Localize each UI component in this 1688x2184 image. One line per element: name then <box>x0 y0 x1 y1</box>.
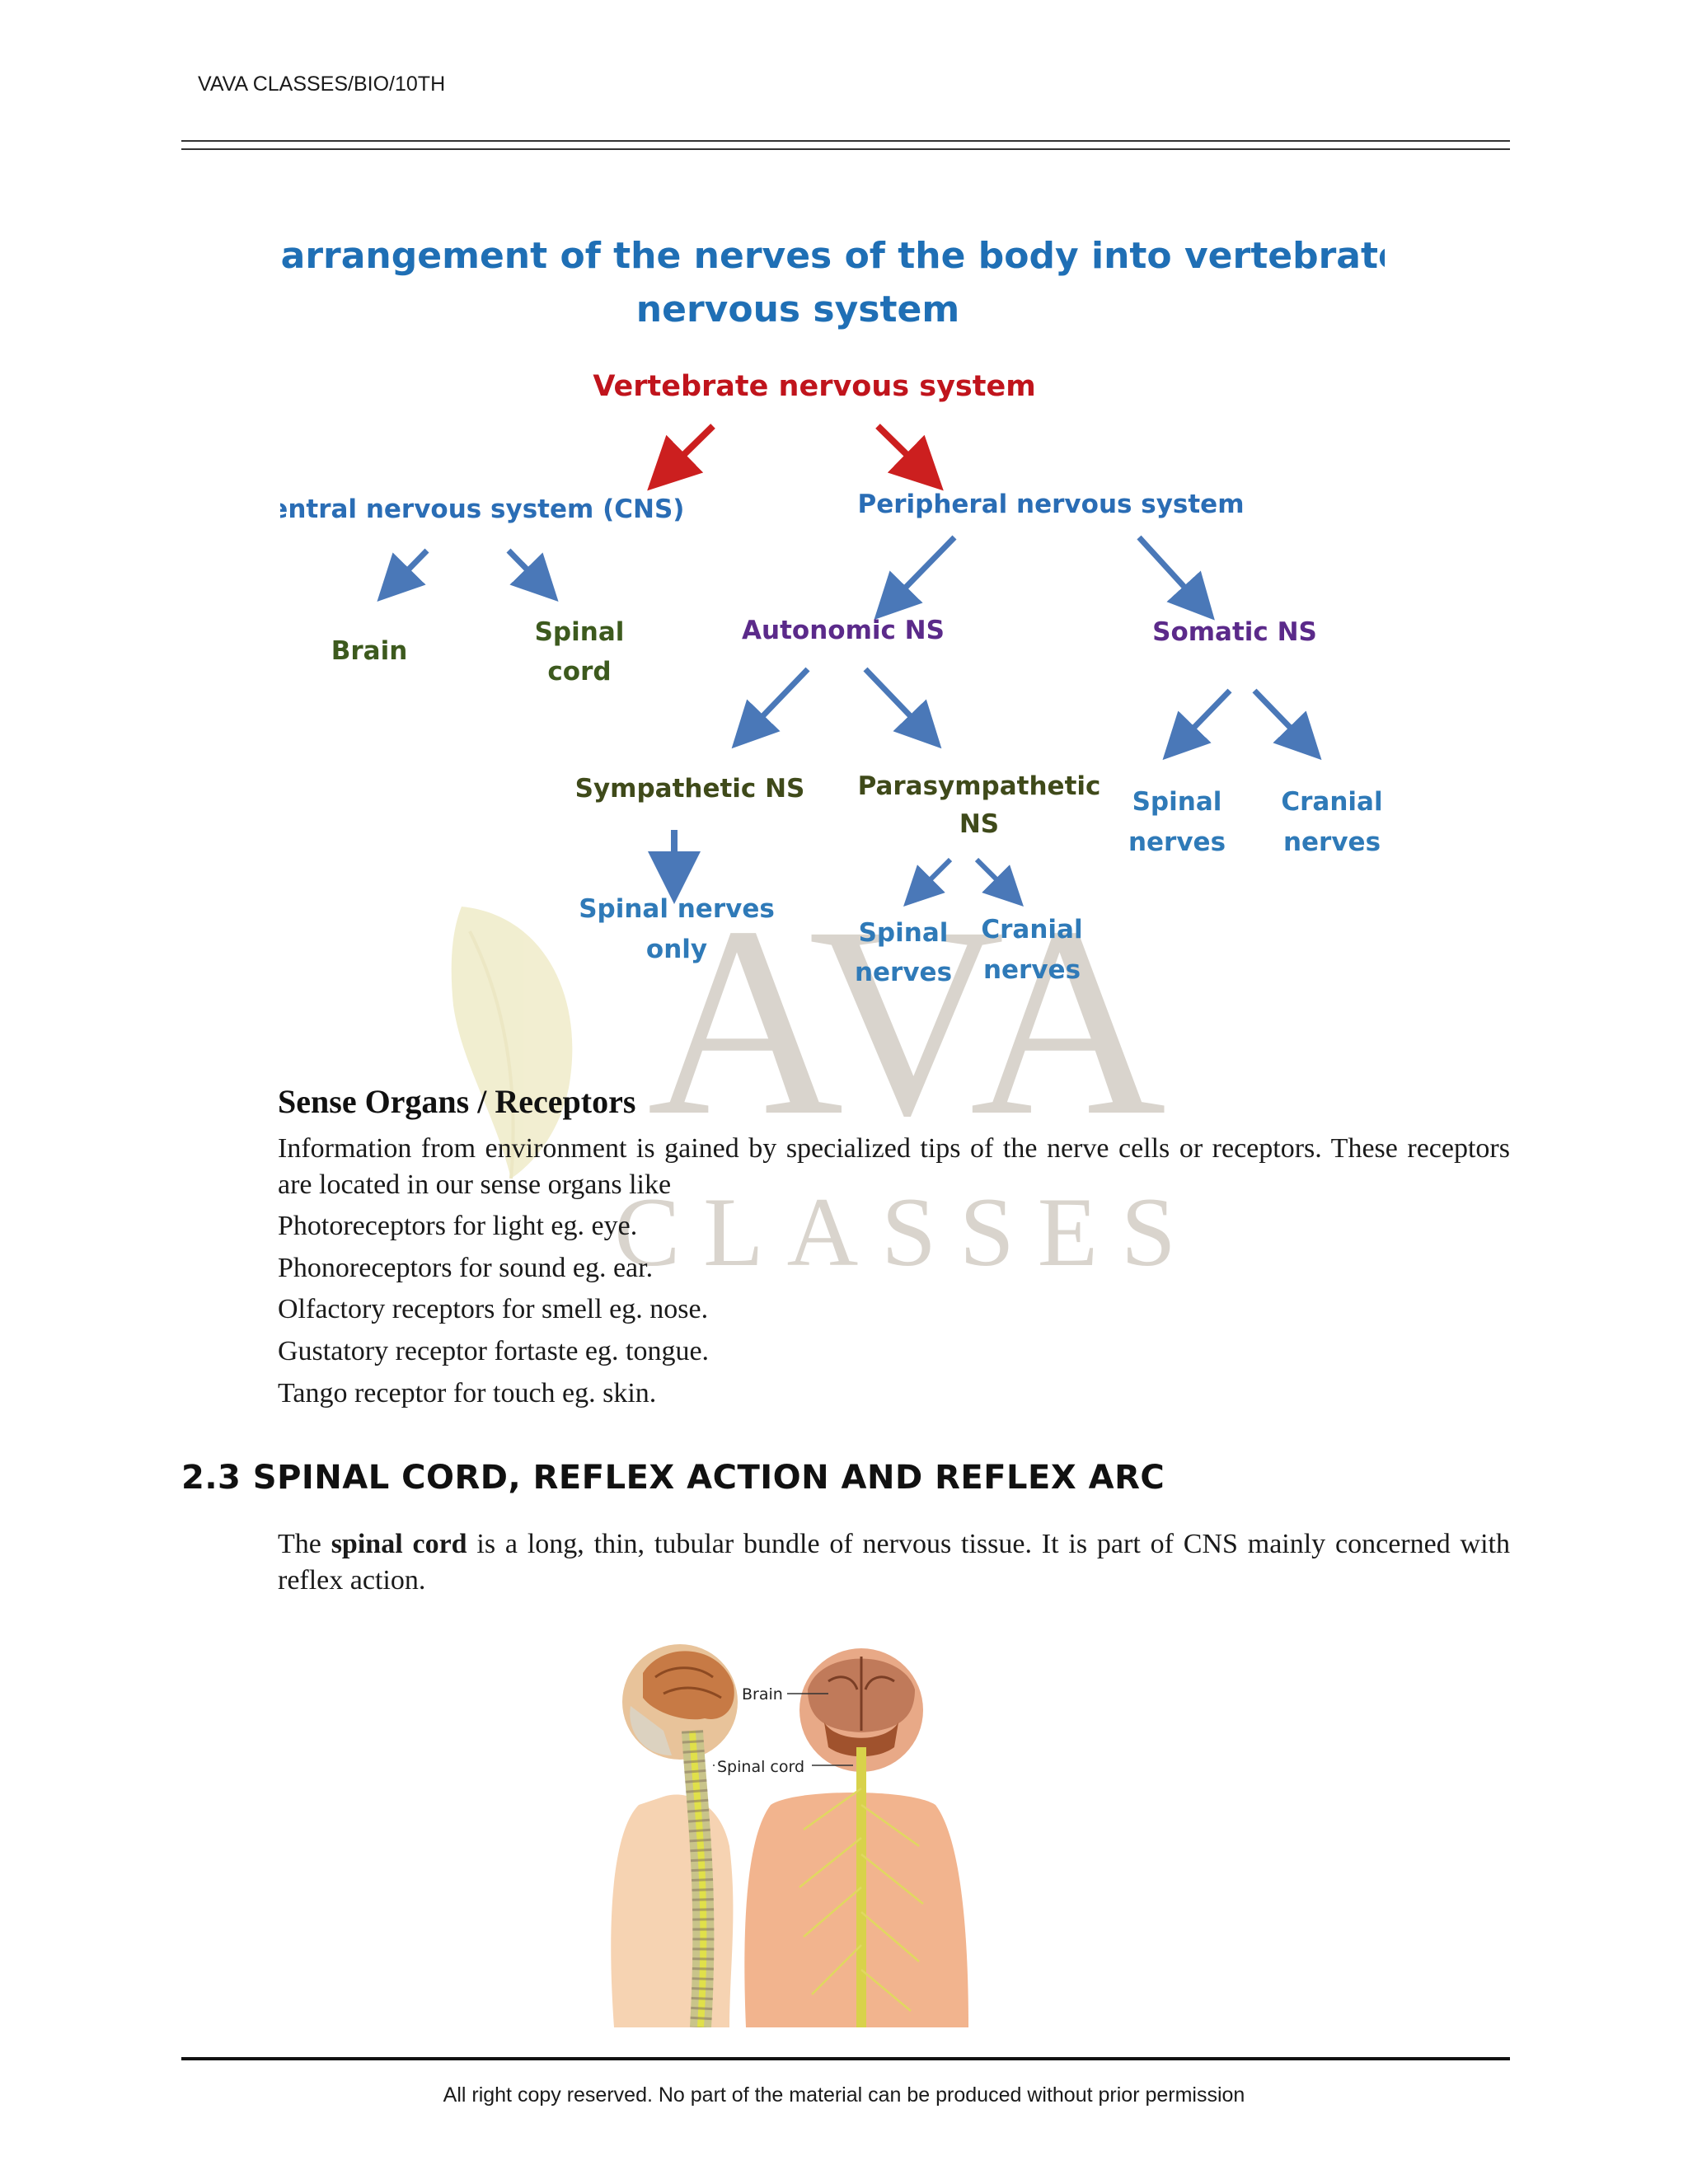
node-brain: Brain <box>331 636 408 666</box>
spinal-cord-paragraph: The spinal cord is a long, thin, tubular… <box>278 1526 1510 1599</box>
header-rule-top <box>181 140 1510 142</box>
sense-organs-intro: Information from environment is gained b… <box>278 1133 1510 1200</box>
spinal-cord-term: spinal cord <box>331 1529 467 1559</box>
node-para-spinal-line1: Spinal <box>859 918 949 948</box>
node-cns: Central nervous system (CNS) <box>280 494 684 524</box>
spinal-cord-illustration: Brain Spinal cord <box>611 1644 968 2027</box>
node-autonomic-ns: Autonomic NS <box>742 616 945 645</box>
node-sympathetic-child-line1: Spinal nerves <box>579 894 775 924</box>
sense-item-phonoreceptors: Phonoreceptors for sound eg. ear. <box>278 1253 654 1283</box>
page-header: VAVA CLASSES/BIO/10TH <box>198 73 446 96</box>
node-somatic-cranial-line1: Cranial <box>1281 787 1382 817</box>
spinal-cord-para-post: is a long, thin, tubular bundle of nervo… <box>278 1529 1510 1596</box>
sense-item-photoreceptors: Photoreceptors for light eg. eye. <box>278 1211 638 1241</box>
side-view-figure <box>611 1644 738 2027</box>
spinal-cord-para-pre: The <box>278 1529 331 1559</box>
node-parasympathetic-line2: NS <box>959 809 999 839</box>
footer-text: All right copy reserved. No part of the … <box>443 2083 1245 2107</box>
arrow-autonomic-to-parasympathetic <box>863 667 942 749</box>
node-para-cranial-line2: nerves <box>983 955 1081 985</box>
diagram-title-line2: nervous system <box>636 288 959 330</box>
node-para-cranial-line1: Cranial <box>981 915 1082 944</box>
sense-item-olfactory: Olfactory receptors for smell eg. nose. <box>278 1294 709 1324</box>
node-pns: Peripheral nervous system <box>857 490 1244 519</box>
section-heading: 2.3 SPINAL CORD, REFLEX ACTION AND REFLE… <box>181 1459 1165 1497</box>
arrow-autonomic-to-sympathetic <box>731 667 810 749</box>
node-vertebrate-ns: Vertebrate nervous system <box>593 370 1035 403</box>
sense-item-gustatory: Gustatory receptor fortaste eg. tongue. <box>278 1336 710 1366</box>
sense-item-tango: Tango receptor for touch eg. skin. <box>278 1378 657 1408</box>
arrow-pns-to-autonomic <box>874 535 957 621</box>
arrow-root-to-pns <box>875 424 944 491</box>
node-spinal-cord-line2: cord <box>547 657 611 687</box>
arrow-para-to-cranial <box>974 857 1024 907</box>
back-view-figure <box>744 1648 968 2027</box>
watermark-big-text: AVA <box>647 898 1166 1172</box>
arrow-cns-to-spinal <box>506 548 559 602</box>
sense-organs-title: Sense Organs / Receptors <box>278 1083 636 1120</box>
node-parasympathetic-line1: Parasympathetic <box>858 771 1101 801</box>
node-sympathetic-ns: Sympathetic NS <box>575 774 805 804</box>
arrow-somatic-to-spinal <box>1162 688 1232 761</box>
node-somatic-spinal-line1: Spinal <box>1132 787 1222 817</box>
node-para-spinal-line2: nerves <box>855 958 952 987</box>
diagram-title-line1: The arrangement of the nerves of the bod… <box>280 235 1385 277</box>
watermark-small-text: CLASSES <box>614 1177 1199 1286</box>
arrow-pns-to-somatic <box>1137 535 1215 621</box>
node-spinal-cord-line1: Spinal <box>535 617 625 647</box>
node-somatic-ns: Somatic NS <box>1152 617 1317 647</box>
arrow-para-to-spinal <box>903 857 953 907</box>
nervous-system-diagram: The arrangement of the nerves of the bod… <box>280 235 1385 987</box>
figure-label-spinal-cord: Spinal cord <box>717 1758 804 1776</box>
node-sympathetic-child-line2: only <box>646 935 707 964</box>
footer-rule <box>181 2057 1510 2060</box>
watermark-logo: AVA CLASSES <box>451 898 1199 1286</box>
arrow-somatic-to-cranial <box>1252 688 1322 761</box>
feather-icon <box>451 907 573 1179</box>
arrow-root-to-cns <box>647 424 715 491</box>
header-rule-bottom <box>181 148 1510 150</box>
node-somatic-spinal-line2: nerves <box>1128 827 1226 857</box>
node-somatic-cranial-line2: nerves <box>1283 827 1381 857</box>
figure-label-brain: Brain <box>742 1685 783 1704</box>
arrow-cns-to-brain <box>377 548 429 602</box>
